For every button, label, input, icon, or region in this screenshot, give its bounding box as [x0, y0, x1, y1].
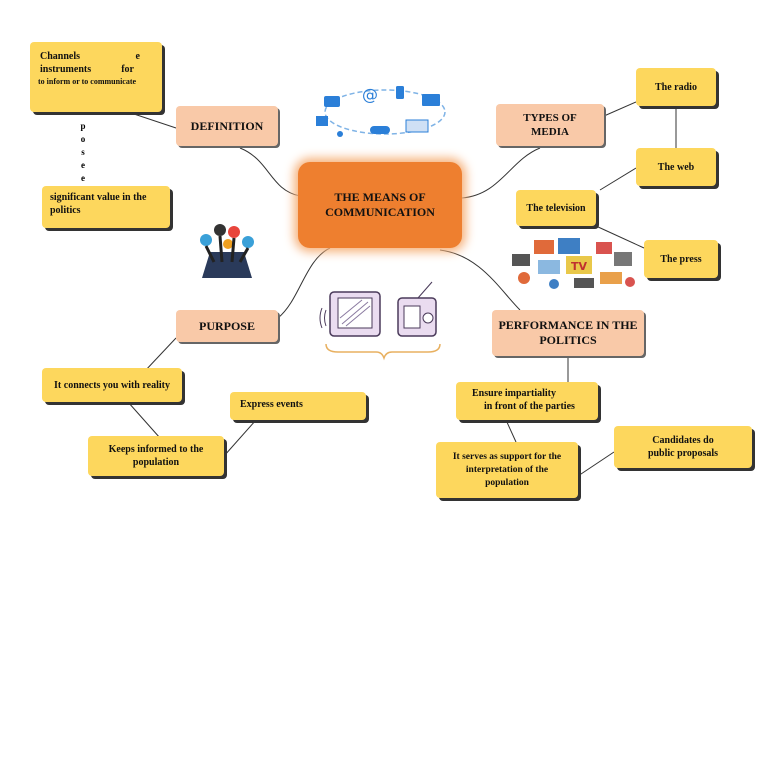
definition-significant-box: significant value in the politics	[42, 186, 170, 228]
purpose-informed-box: Keeps informed to the population	[88, 436, 224, 476]
definition-channels-box: Channels e instruments for to inform or …	[30, 42, 162, 112]
performance-label: PERFORMANCE IN THE POLITICS	[492, 310, 644, 356]
stray-letter: e	[81, 160, 85, 170]
press-text: The press	[660, 253, 702, 265]
express-text: Express events	[240, 399, 303, 410]
reality-text: It connects you with reality	[54, 379, 170, 391]
support-line3: population	[485, 477, 529, 488]
stray-letter: o	[80, 134, 86, 144]
performance-support-box: It serves as support for the interpretat…	[436, 442, 578, 498]
media-collage-icon: TV	[512, 238, 635, 289]
svg-text:@: @	[362, 85, 378, 104]
central-line2: COMMUNICATION	[325, 205, 435, 219]
types-of-media-label: TYPES OF MEDIA	[496, 104, 604, 146]
performance-line1: PERFORMANCE IN THE	[498, 318, 638, 332]
television-text: The television	[526, 202, 586, 214]
types-line2: MEDIA	[531, 126, 569, 138]
channels-word: Channels	[40, 51, 81, 62]
definition-label: DEFINITION	[176, 106, 278, 146]
impartiality-line1: Ensure impartiality	[472, 388, 556, 399]
performance-candidates-box: Candidates do public proposals	[614, 426, 752, 468]
svg-text:TV: TV	[571, 260, 588, 273]
significant-line1: significant value in the	[50, 192, 147, 203]
inform-communicate-text: to inform or to communicate	[38, 77, 137, 86]
purpose-express-box: Express events	[230, 392, 366, 420]
media-item-press: The press	[644, 240, 718, 278]
support-line1: It serves as support for the	[452, 451, 562, 462]
central-line1: THE MEANS OF	[334, 190, 426, 204]
definition-text: DEFINITION	[190, 118, 264, 133]
web-text: The web	[657, 161, 695, 173]
instruments-word: instruments	[40, 64, 92, 75]
purpose-text: PURPOSE	[198, 318, 255, 333]
significant-line2: politics	[50, 205, 81, 216]
media-item-web: The web	[636, 148, 716, 186]
candidates-line2: public proposals	[647, 448, 719, 459]
candidates-line1: Candidates do	[652, 435, 714, 446]
central-topic: THE MEANS OF COMMUNICATION	[298, 162, 462, 248]
media-item-television: The television	[516, 190, 596, 226]
performance-line2: POLITICS	[539, 333, 597, 347]
impartiality-line2: in front of the parties	[484, 401, 575, 412]
radio-text: The radio	[655, 81, 697, 93]
media-item-radio: The radio	[636, 68, 716, 106]
stray-letter: s	[81, 147, 85, 157]
purpose-reality-box: It connects you with reality	[42, 368, 182, 402]
informed-line1: Keeps informed to the	[108, 444, 204, 455]
communication-network-icon: @	[316, 85, 446, 137]
e-letter: e	[135, 51, 140, 62]
informed-line2: population	[132, 457, 180, 468]
types-line1: TYPES OF	[523, 112, 577, 124]
stray-letters-column: p o s e e	[78, 120, 88, 185]
support-line2: interpretation of the	[465, 464, 549, 475]
for-word: for	[121, 64, 134, 75]
performance-impartiality-box: Ensure impartiality in front of the part…	[456, 382, 598, 420]
purpose-label: PURPOSE	[176, 310, 278, 342]
stray-letter: p	[80, 121, 86, 131]
stray-letter: e	[81, 173, 85, 183]
tv-and-radio-icon	[319, 281, 441, 361]
microphones-icon	[200, 224, 254, 278]
